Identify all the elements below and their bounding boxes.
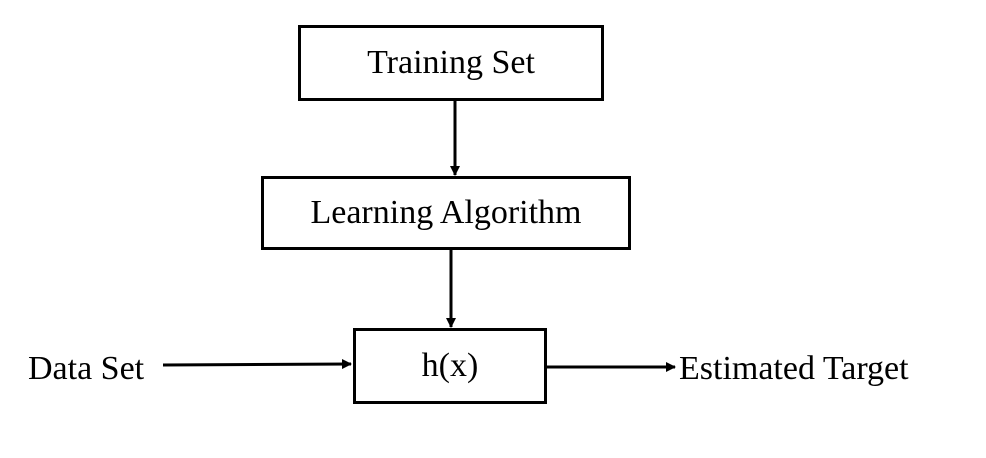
training-set-label: Training Set	[367, 44, 535, 81]
data-set-label: Data Set	[28, 350, 145, 387]
training-set-box: Training Set	[298, 25, 604, 101]
hypothesis-label: h(x)	[421, 347, 479, 384]
estimated-target-label: Estimated Target	[679, 350, 909, 387]
learning-algorithm-label: Learning Algorithm	[310, 194, 582, 231]
learning-algorithm-box: Learning Algorithm	[261, 176, 631, 250]
hypothesis-box: h(x)	[353, 328, 547, 404]
arrow-dataset-to-hx	[162, 359, 352, 370]
